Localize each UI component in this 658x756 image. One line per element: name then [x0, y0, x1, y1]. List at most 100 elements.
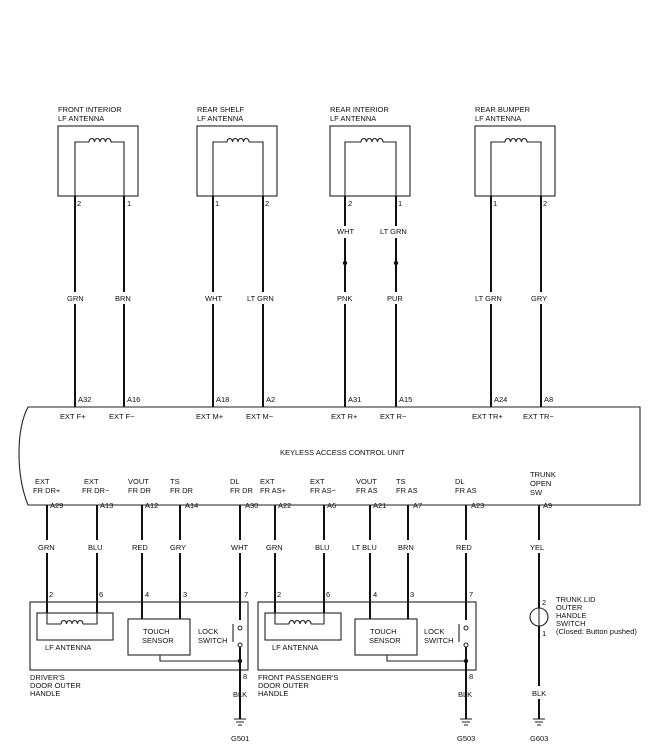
component-pin-label: 4 — [373, 590, 377, 599]
unit-pin-label: A6 — [327, 501, 336, 510]
component-pin-label: 7 — [469, 590, 473, 599]
antenna-pin-left: 1 — [215, 199, 219, 208]
antenna-pin-right: 2 — [265, 199, 269, 208]
trunk-ground-wire-color: BLK — [532, 689, 546, 698]
wire-color-label: PNK — [337, 294, 352, 303]
lock-switch-line1: LOCK — [424, 627, 444, 636]
unit-pin-label: A23 — [471, 501, 484, 510]
touch-sensor-box — [127, 618, 191, 656]
terminal-name-line1: DL — [230, 477, 240, 486]
component-pin-label: 7 — [244, 590, 248, 599]
terminal-name-line1: VOUT — [356, 477, 377, 486]
unit-pin-label: A8 — [544, 395, 553, 404]
terminal-name-label: EXT R+ — [331, 412, 358, 421]
lower-wire: TS FR DR A14 GRY 3 — [170, 477, 198, 619]
touch-sensor-line2: SENSOR — [142, 636, 174, 645]
driver-door-handle: LF ANTENNA TOUCH SENSOR LOCK SWITCH 8 BL… — [29, 601, 249, 743]
terminal-name-line3: SW — [530, 488, 543, 497]
coil-icon — [504, 137, 528, 143]
lock-switch-line1: LOCK — [198, 627, 218, 636]
unit-pin-label: A15 — [399, 395, 412, 404]
antenna-leads — [274, 613, 325, 625]
handle-pin-out: 8 — [243, 672, 247, 681]
touch-sensor-line1: TOUCH — [143, 627, 170, 636]
handle-name-line2: DOOR OUTER — [30, 681, 81, 690]
terminal-name-line2: FR DR — [230, 486, 253, 495]
antenna-pin-right: 2 — [543, 199, 547, 208]
terminal-name-label: EXT TR+ — [472, 412, 503, 421]
terminal-name-label: EXT F+ — [60, 412, 86, 421]
component-pin-label: 3 — [183, 590, 187, 599]
ground-label: G503 — [457, 734, 475, 743]
coil-icon — [226, 137, 250, 143]
trunk-label-line3: HANDLE — [556, 611, 586, 620]
lower-wire: TS FR AS A7 BRN 3 — [396, 477, 422, 619]
antenna-title-line1: FRONT INTERIOR — [58, 105, 122, 114]
antenna-title-line2: LF ANTENNA — [475, 114, 521, 123]
handle-name-line1: FRONT PASSENGER'S — [258, 673, 338, 682]
antenna-leads — [46, 613, 98, 625]
antenna-box — [57, 125, 139, 197]
antenna-box — [264, 612, 342, 641]
lock-switch-line2: SWITCH — [198, 636, 228, 645]
touch-sensor-box — [354, 618, 418, 656]
antenna-lead-right — [249, 141, 264, 196]
ground-icon — [533, 718, 545, 726]
unit-pin-label: A16 — [127, 395, 140, 404]
component-pin-label: 2 — [277, 590, 281, 599]
antenna-title-line2: LF ANTENNA — [197, 114, 243, 123]
trunk-pin-out: 1 — [542, 629, 546, 638]
switch-contact-icon — [237, 642, 243, 648]
lower-wire: EXT FR AS− A6 BLU 6 — [310, 477, 337, 613]
wire-color-label: GRN — [38, 543, 55, 552]
terminal-name-line1: VOUT — [128, 477, 149, 486]
unit-pin-label: A32 — [78, 395, 91, 404]
antenna-pin-right: 1 — [127, 199, 131, 208]
antenna-lead-right — [111, 141, 125, 196]
component-pin-label: 4 — [145, 590, 149, 599]
wire-color-label: GRN — [67, 294, 84, 303]
handle-pin-out: 8 — [469, 672, 473, 681]
trunk-label-line4: SWITCH — [556, 619, 586, 628]
switch-contact-icon — [463, 642, 469, 648]
unit-pin-label: A14 — [185, 501, 198, 510]
component-pin-label: 2 — [542, 598, 546, 607]
terminal-name-label: EXT M+ — [196, 412, 224, 421]
ground-icon — [234, 718, 246, 726]
terminal-name-line1: TS — [396, 477, 406, 486]
splice-dot-icon — [393, 260, 399, 266]
handle-box — [257, 601, 477, 671]
terminal-name-line2: FR DR — [170, 486, 193, 495]
wire-color-label: RED — [456, 543, 472, 552]
ground-wire-color: BLK — [458, 690, 472, 699]
antenna-pin-left: 2 — [348, 199, 352, 208]
antenna-lead-right — [527, 141, 542, 196]
wire-color-label: RED — [132, 543, 148, 552]
terminal-name-line2: FR AS — [396, 486, 418, 495]
unit-pin-label: A21 — [373, 501, 386, 510]
antenna-rear-interior: REAR INTERIOR LF ANTENNA 2 1 — [329, 105, 411, 208]
component-pin-label: 6 — [326, 590, 330, 599]
switch-contact-icon — [237, 625, 243, 631]
unit-pin-label: A31 — [348, 395, 361, 404]
coil-icon — [88, 137, 112, 143]
terminal-name-line2: FR AS — [356, 486, 378, 495]
antenna-lead-left — [212, 141, 227, 196]
component-pin-label: 6 — [99, 590, 103, 599]
terminal-name-line1: EXT — [35, 477, 50, 486]
terminal-name-line2: FR DR — [128, 486, 151, 495]
wire-color-label: WHT — [205, 294, 222, 303]
unit-pin-label: A9 — [543, 501, 552, 510]
upper-wire: LT GRN A24 EXT TR+ — [472, 196, 507, 421]
coil-icon — [60, 619, 84, 625]
antenna-pin-right: 1 — [398, 199, 402, 208]
touch-sensor-line2: SENSOR — [369, 636, 401, 645]
antenna-rear-shelf: REAR SHELF LF ANTENNA 1 2 — [196, 105, 278, 208]
wire-color-label: YEL — [530, 543, 544, 552]
antenna-lead-left — [490, 141, 505, 196]
trunk-label-line5: (Closed: Button pushed) — [556, 627, 637, 636]
trunk-lid-switch: 1 BLK G603 TRUNK LID OUTER HANDLE SWITCH… — [529, 595, 637, 743]
lower-wire: VOUT FR AS A21 LT BLU 4 — [352, 477, 386, 619]
trunk-label-line2: OUTER — [556, 603, 583, 612]
unit-pin-label: A2 — [266, 395, 275, 404]
